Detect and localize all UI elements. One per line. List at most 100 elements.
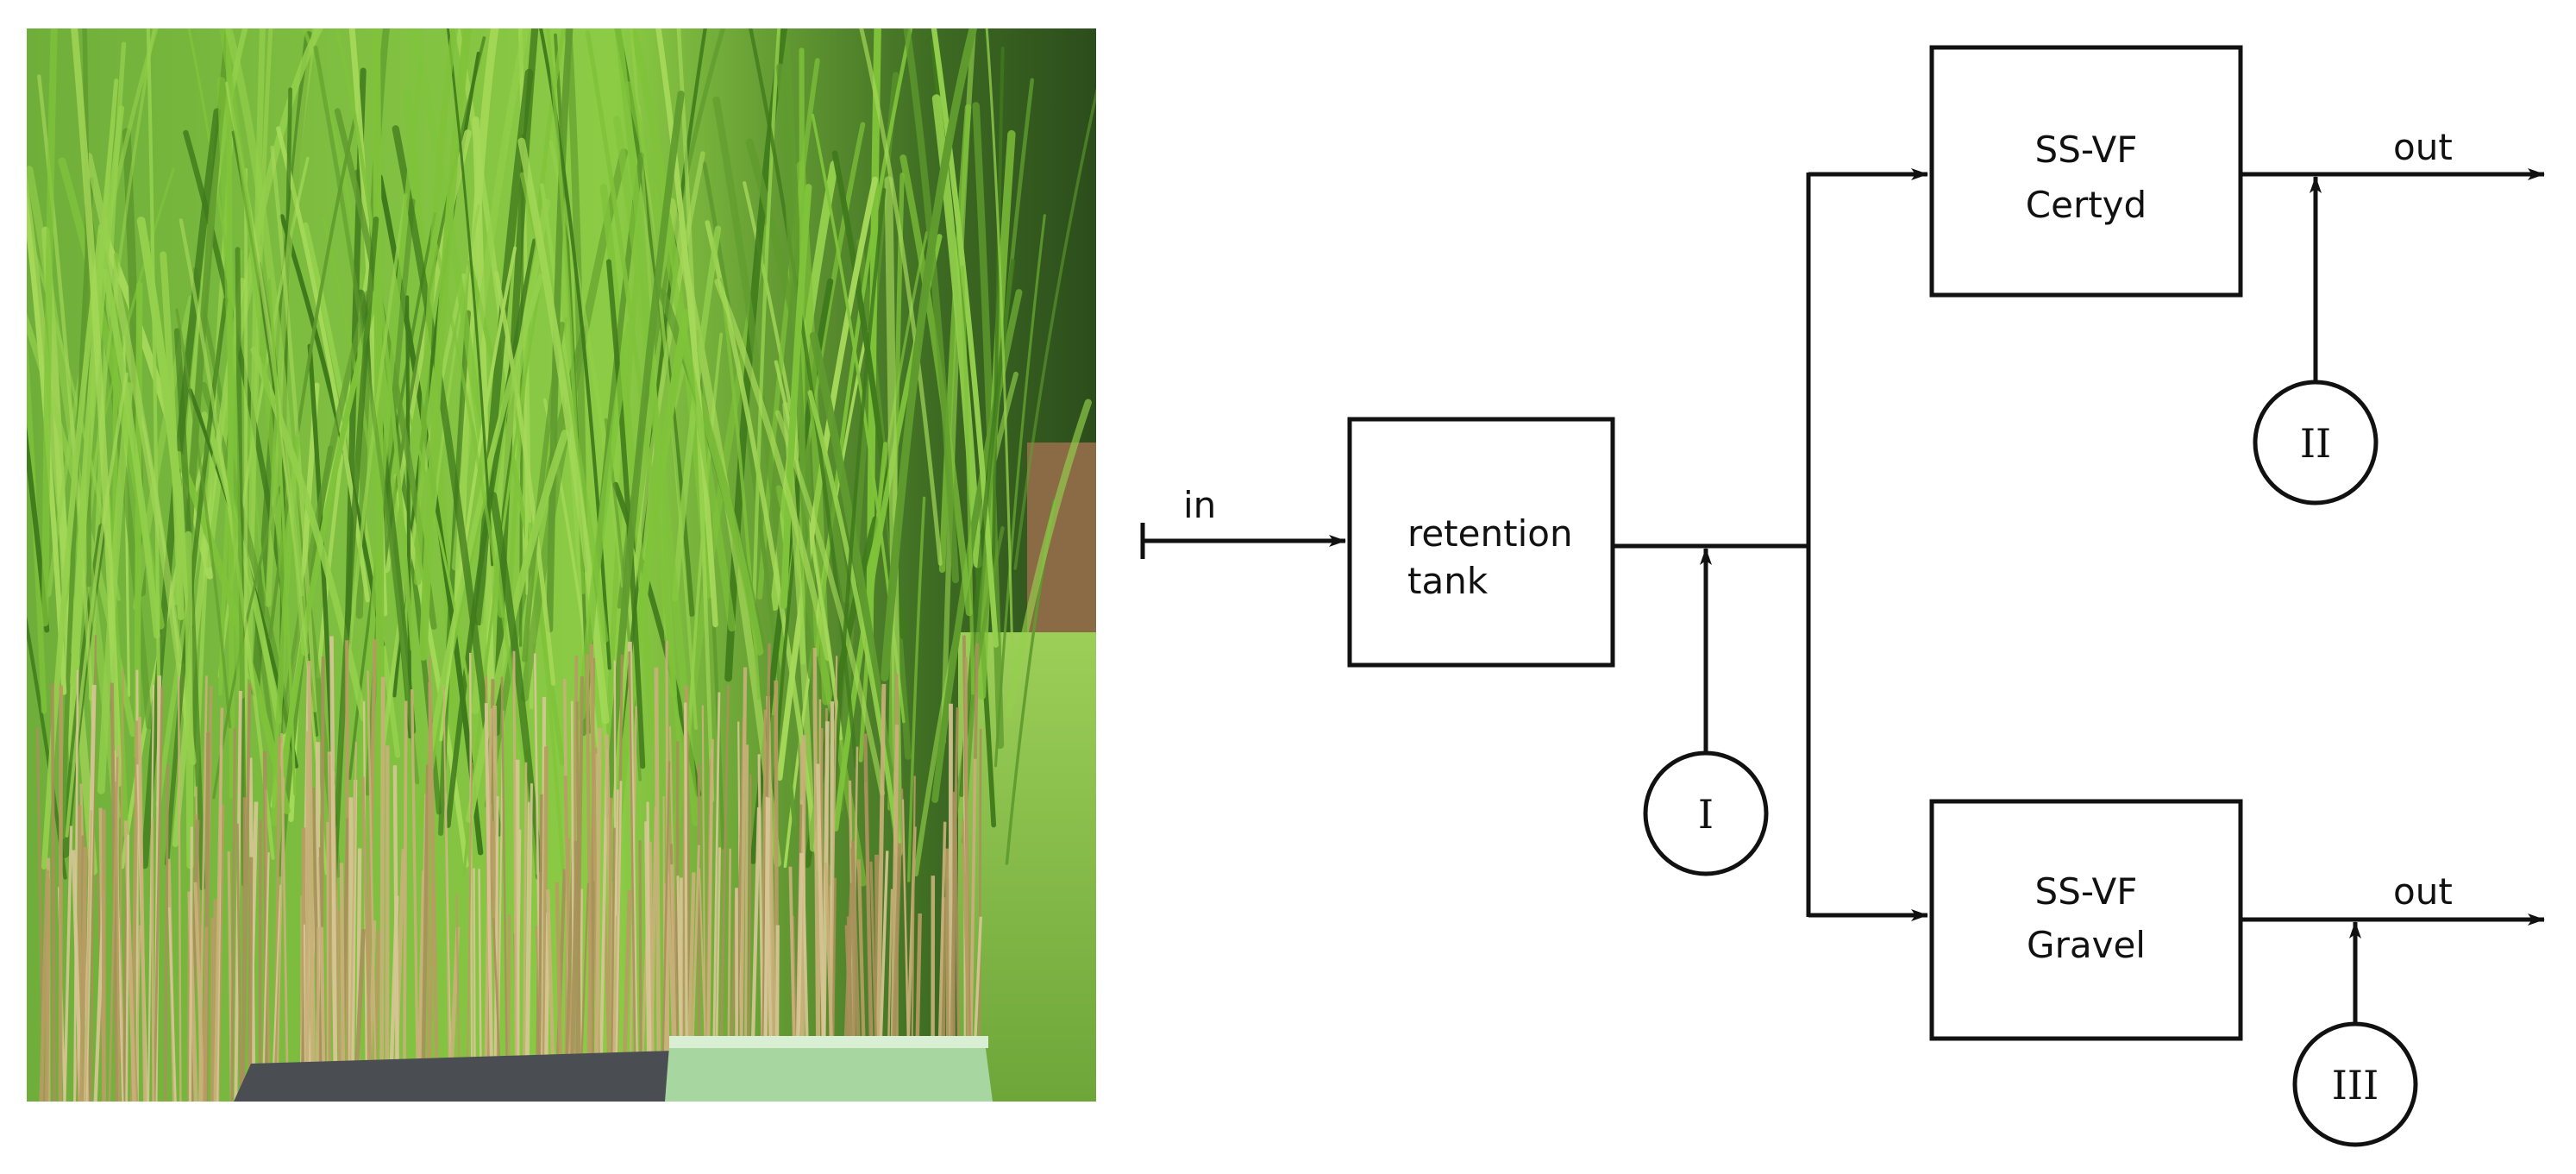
reed-stem [524, 801, 530, 1102]
reed-leaf [451, 28, 530, 571]
reed-stem [108, 757, 119, 1102]
reed-stem [411, 689, 420, 1102]
reed-leaf [906, 496, 926, 882]
filter-gravel-box [1929, 799, 2243, 1041]
reed-stem [63, 826, 73, 1102]
reed-leaf [807, 390, 901, 847]
reed-leaf [604, 90, 685, 819]
reed-stem [701, 705, 706, 1102]
reed-leaf [985, 28, 1014, 674]
reed-leaf [428, 273, 544, 753]
reed-leaf [938, 104, 972, 574]
reed-leaf [585, 30, 684, 770]
reed-leaf [216, 77, 246, 700]
reed-stem [718, 685, 730, 1102]
inlet-label: in [1183, 484, 1216, 526]
reed-leaf [599, 184, 657, 746]
reed-leaf [27, 426, 50, 633]
reed-leaf [1005, 399, 1092, 719]
reed-stem [812, 647, 820, 1102]
reed-stem [329, 636, 338, 1102]
reed-stem [526, 783, 533, 1102]
tank-label-line1: retention [1407, 512, 1573, 555]
reed-stem [198, 675, 208, 1102]
reed-stem [522, 762, 528, 1102]
reed-leaf [405, 295, 412, 739]
filter-certyd-label-line2: Certyd [2026, 184, 2147, 226]
reed-leaf [517, 137, 610, 725]
reed-leaf [881, 28, 977, 681]
reed-stem [261, 852, 270, 1102]
sampling-label-II: II [2300, 420, 2331, 467]
reed-stem [420, 764, 430, 1102]
reed-stem [392, 765, 400, 1102]
reed-stem [188, 826, 193, 1102]
reed-stem [442, 685, 451, 1102]
reed-stem [248, 857, 254, 1102]
reed-leaf [71, 117, 116, 655]
reed-leaf [267, 279, 297, 796]
reed-stem [484, 703, 494, 1102]
reed-stem [230, 728, 236, 1102]
filter-certyd-box [1929, 45, 2243, 298]
reed-leaf [546, 28, 573, 633]
reed-stem [44, 878, 51, 1102]
reed-leaf [624, 81, 736, 632]
reed-leaf [714, 279, 831, 662]
filter-gravel-label-line2: Gravel [2027, 924, 2146, 966]
reed-leaf [27, 189, 67, 695]
reed-stem [599, 750, 609, 1102]
reed-stem [426, 656, 431, 1102]
reed-leaf [27, 323, 47, 714]
reed-leaf [489, 492, 543, 881]
reed-stem [684, 702, 689, 1102]
reed-leaf [414, 28, 459, 586]
reed-stem [469, 652, 473, 1102]
reed-stem [711, 692, 721, 1102]
reed-leaf [774, 360, 843, 741]
reed-leaf [97, 382, 134, 794]
reed-leaf [827, 187, 887, 865]
container-green [665, 1036, 993, 1102]
reed-leaf [655, 28, 718, 628]
reed-leaf [164, 297, 229, 866]
retention-tank-box [1347, 417, 1615, 668]
reed-stem [360, 776, 373, 1102]
reed-leaf [313, 45, 420, 785]
reed-stem [594, 727, 602, 1102]
reed-leaf [774, 410, 886, 796]
reed-leaf [903, 28, 960, 584]
reed-stem [542, 746, 548, 1102]
reed-stem [493, 795, 499, 1102]
reed-stem [147, 684, 155, 1102]
reed-leaf [752, 28, 781, 605]
reed-stem [319, 656, 325, 1102]
reed-leaf [931, 28, 999, 648]
reed-stem [512, 650, 518, 1102]
reed-stem [276, 777, 285, 1102]
reed-stem [39, 870, 50, 1102]
reed-stem [265, 789, 271, 1102]
reed-stem [137, 717, 147, 1102]
reed-stem [874, 683, 887, 1102]
tank-label-line2: tank [1407, 560, 1489, 602]
reed-stem [306, 738, 314, 1102]
reed-leaf [219, 28, 290, 634]
reed-stem [606, 797, 613, 1102]
reed-leaf [1013, 88, 1096, 570]
reed-leaf [175, 308, 232, 729]
reed-leaf [41, 28, 58, 627]
reed-leaf [409, 28, 505, 618]
reed-stem [213, 707, 224, 1102]
reed-stem [71, 850, 83, 1102]
reed-stem [379, 676, 385, 1102]
reed-stem [585, 654, 593, 1102]
reed-leaf [146, 28, 161, 757]
reed-stem [537, 794, 543, 1102]
reed-stem [328, 755, 333, 1102]
reed-leaf [991, 46, 1005, 568]
reed-leaf [993, 214, 1046, 768]
reed-stem [188, 819, 200, 1102]
reed-leaf [859, 28, 943, 566]
